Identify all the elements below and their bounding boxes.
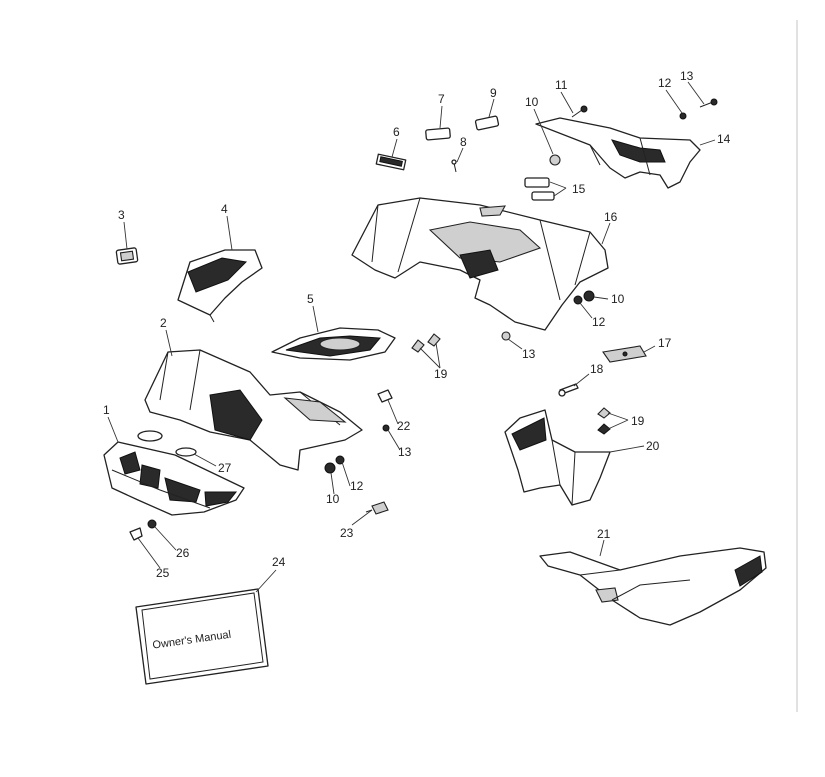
callout-6: 6 [393,125,400,139]
part-13-screw-front [382,424,390,432]
part-12-washer-front [335,455,345,465]
part-15-lens-a [524,177,550,188]
part-27-lens-2 [175,447,197,457]
part-10-nut-front [324,462,336,474]
callout-25: 25 [156,566,170,580]
callout-12-rear: 12 [658,76,672,90]
callout-7: 7 [438,92,445,106]
part-18-pin [558,383,579,397]
part-25-clip [129,527,143,541]
part-24-owners-manual: Owner's Manual [135,588,269,685]
part-26-nut [147,519,157,529]
part-16-rear-fender [351,197,609,331]
callout-20: 20 [646,439,660,453]
callout-13-front: 13 [398,445,412,459]
callout-12-front: 12 [350,479,364,493]
part-22-bolt [377,389,393,403]
part-1-front-fascia [103,441,245,516]
part-7-lens [425,127,451,141]
part-6-reflector [375,153,407,171]
part-14-rear-bracket [535,117,701,189]
callout-27: 27 [218,461,232,475]
part-8-screw [451,159,457,173]
part-5-front-panel [271,327,396,361]
part-13-screw-rear [699,98,718,108]
callout-14: 14 [717,132,731,146]
part-19-rivets-front [411,333,441,353]
callout-2: 2 [160,316,167,330]
callout-5: 5 [307,292,314,306]
part-12-washer-rear [679,112,687,120]
callout-19-front: 19 [434,367,448,381]
part-3-bezel [115,247,139,265]
callout-12-right: 12 [592,315,606,329]
part-20-side-panel [504,409,611,506]
callout-13-rear: 13 [680,69,694,83]
callout-4: 4 [221,202,228,216]
callout-19-side: 19 [631,414,645,428]
part-9-lens [474,115,500,131]
callout-10-rear: 10 [525,95,539,109]
callout-21: 21 [597,527,611,541]
callout-26: 26 [176,546,190,560]
callout-labels: 1 2 3 4 5 6 7 8 9 10 10 10 11 12 12 12 1… [103,69,731,580]
callout-23: 23 [340,526,354,540]
part-19-rivets-side [597,407,611,435]
callout-11: 11 [555,78,568,92]
callout-18: 18 [590,362,604,376]
callout-10-right: 10 [611,292,625,306]
callout-17: 17 [658,336,672,350]
callout-22: 22 [397,419,411,433]
part-10-nut-rear [549,154,561,166]
part-10-nut-right [583,290,595,302]
part-17-plate [602,345,647,363]
callout-10-front: 10 [326,492,340,506]
part-11-bolt [571,105,588,118]
leader-lines [107,81,716,593]
part-15-lens-b [531,191,555,201]
part-2-front-fender [144,349,363,471]
callout-15: 15 [572,182,586,196]
part-13-screw-mid [501,331,511,341]
callout-24: 24 [272,555,286,569]
callout-9: 9 [490,86,497,100]
part-4-cover [177,249,263,323]
callout-16: 16 [604,210,618,224]
callout-1: 1 [103,403,110,417]
callout-8: 8 [460,135,467,149]
part-21-seat [539,547,767,626]
callout-3: 3 [118,208,125,222]
callout-13-mid: 13 [522,347,536,361]
part-12-washer-right [573,295,583,305]
part-27-lens [137,430,163,442]
